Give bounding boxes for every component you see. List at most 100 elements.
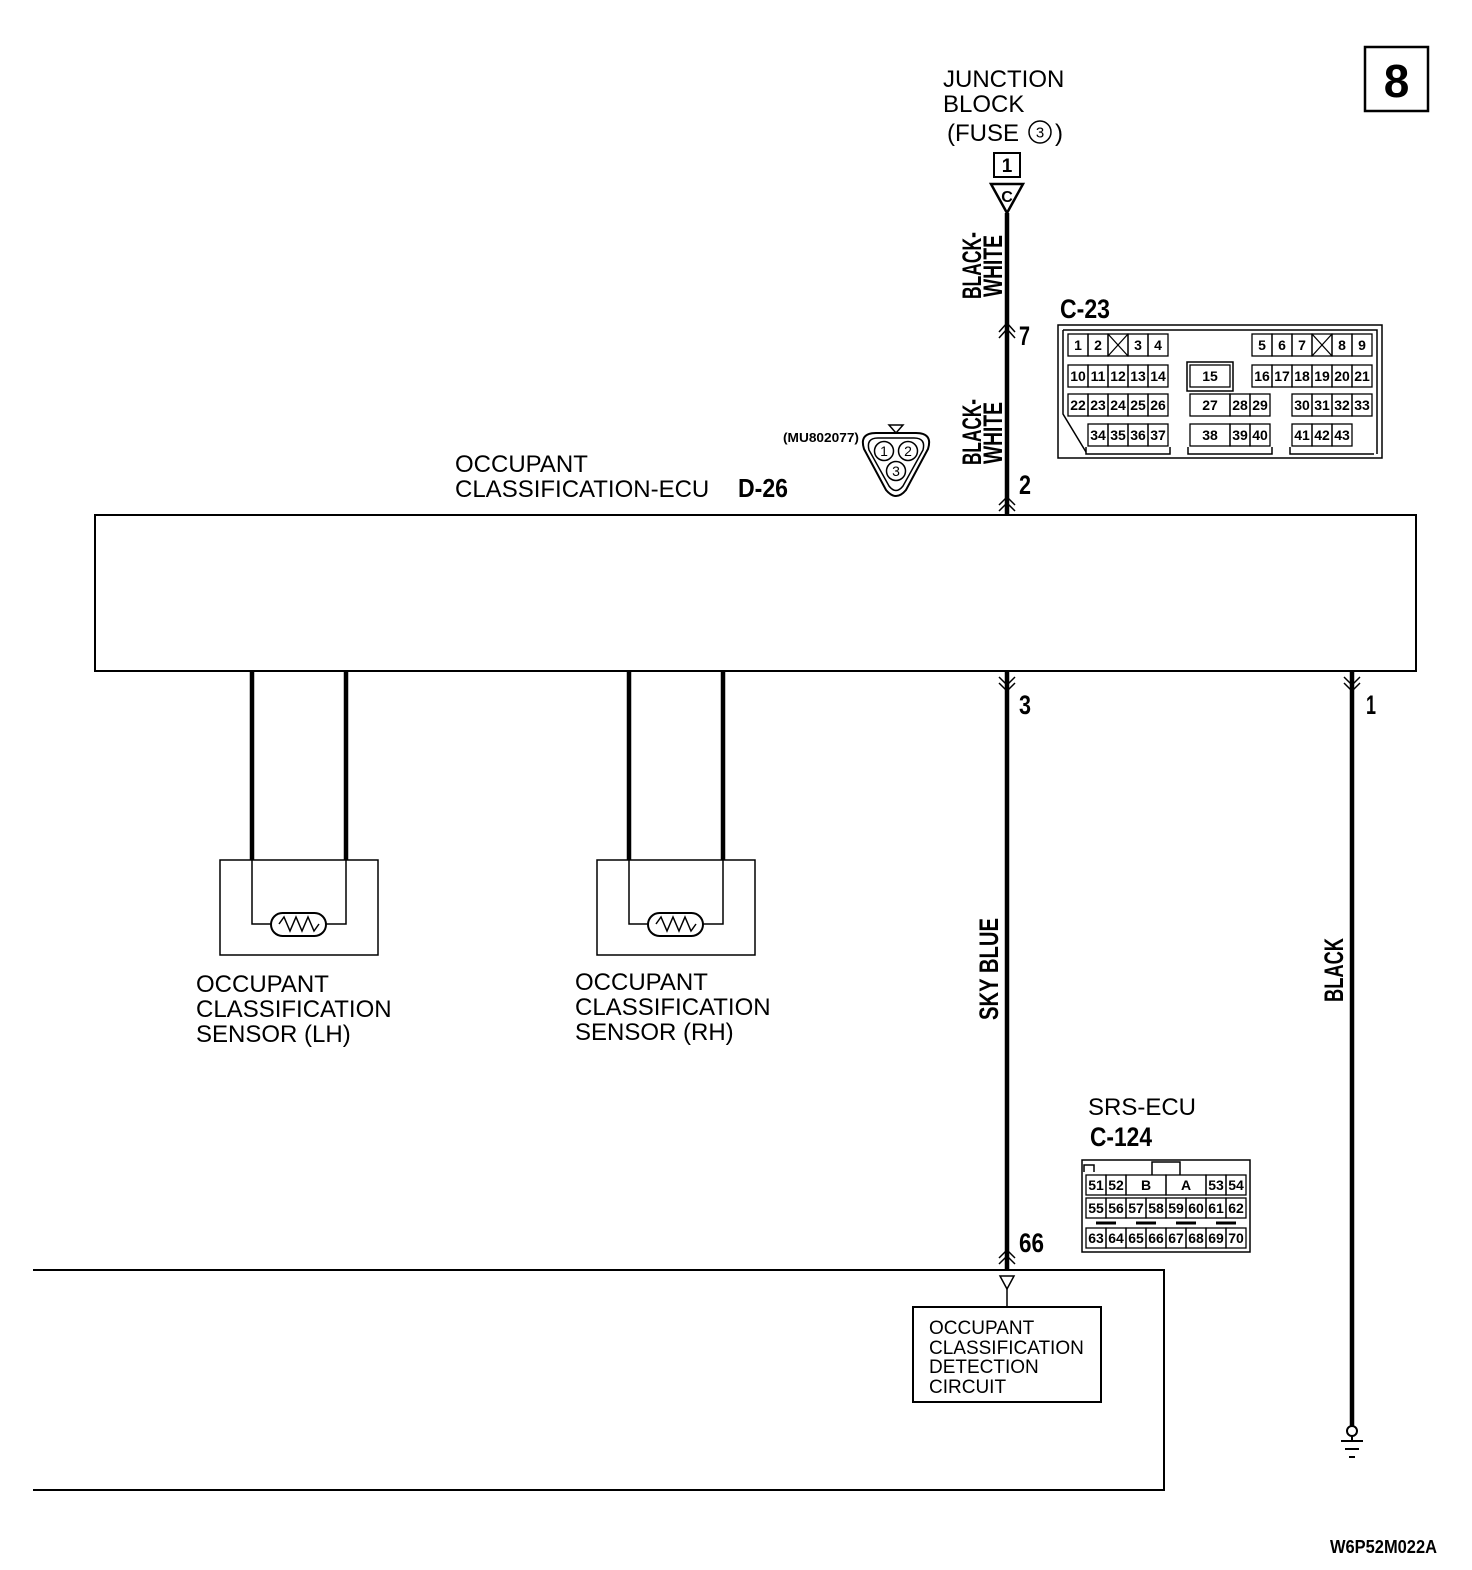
sensor-lead bbox=[251, 860, 271, 925]
connector-c124-pin-label: 66 bbox=[1148, 1230, 1164, 1246]
connector-c23-cell bbox=[1351, 393, 1373, 417]
connector-c23-pin-label: 27 bbox=[1202, 397, 1218, 413]
resistor-zigzag bbox=[278, 915, 320, 933]
page-number-frame bbox=[1363, 45, 1430, 113]
connector-c124-pin-label: B bbox=[1141, 1177, 1151, 1193]
connector-c124-pin-label: 64 bbox=[1108, 1230, 1124, 1246]
occupant-classification-ecu: OCCUPANT CLASSIFICATION-ECU D-26 bbox=[94, 451, 1417, 672]
pin-number-66: 66 bbox=[1019, 1228, 1044, 1258]
connector-chevron bbox=[998, 495, 1016, 506]
connector-c23-cell bbox=[1249, 393, 1271, 417]
junction-block-label-line1: JUNCTION bbox=[943, 66, 1064, 93]
connector-c23-pin-label: 40 bbox=[1252, 427, 1268, 443]
connector-c23-cell bbox=[1249, 423, 1271, 447]
connector-c23-pin-label: 18 bbox=[1294, 368, 1310, 384]
connector-c23-pin-label: 8 bbox=[1338, 337, 1346, 353]
connector-c124-cell bbox=[1225, 1174, 1247, 1196]
sensor-lead bbox=[326, 860, 347, 925]
wire-color-line1: BLACK- bbox=[957, 399, 987, 465]
connector-c23-pin-label: 3 bbox=[1134, 337, 1142, 353]
connector-c23-pin-label: 13 bbox=[1130, 368, 1146, 384]
resistor-icon bbox=[647, 912, 704, 937]
fuse-number-circle bbox=[1028, 120, 1052, 144]
connector-chevron bbox=[998, 676, 1016, 687]
pin-number-2: 2 bbox=[1019, 470, 1031, 500]
connector-c23-pin-label: 4 bbox=[1154, 337, 1162, 353]
connector-c23-pin-label: 12 bbox=[1110, 368, 1126, 384]
connector-c23-pin-label: 36 bbox=[1130, 427, 1146, 443]
connector-terminal-label: 3 bbox=[892, 463, 900, 479]
connector-c124-pin-label: 53 bbox=[1208, 1177, 1224, 1193]
connector-c124-pin-label: A bbox=[1181, 1177, 1191, 1193]
connector-c124-pin-label: 60 bbox=[1188, 1200, 1204, 1216]
srs-ecu-box: OCCUPANT CLASSIFICATION DETECTION CIRCUI… bbox=[33, 1269, 1165, 1491]
connector-terminal-label: 2 bbox=[904, 443, 912, 459]
connector-c23-pin-label: 14 bbox=[1150, 368, 1166, 384]
connector-c23-cell bbox=[1331, 423, 1353, 447]
detection-circuit-label-line2: CLASSIFICATION bbox=[929, 1338, 1084, 1359]
sensor-lead bbox=[628, 860, 648, 925]
connector-c124-pin-label: 59 bbox=[1168, 1200, 1184, 1216]
connector-c23-base-right bbox=[1289, 447, 1374, 455]
ecu-label-line2: CLASSIFICATION-ECU bbox=[455, 476, 709, 503]
connector-c23-pin-label: 1 bbox=[1074, 337, 1082, 353]
sensor-lh-label-line2: CLASSIFICATION bbox=[196, 996, 392, 1023]
sensor-box bbox=[219, 859, 379, 956]
junction-block: JUNCTION BLOCK (FUSE 3 ) 1 C bbox=[943, 66, 1064, 216]
connector-c23-pin-label: 15 bbox=[1202, 368, 1218, 384]
connector-c124-pin-label: 52 bbox=[1108, 1177, 1124, 1193]
connector-c23-empty-cross bbox=[1311, 333, 1333, 357]
connector-c23-empty-cross bbox=[1107, 333, 1129, 357]
connector-c23-pin-label: 6 bbox=[1278, 337, 1286, 353]
connector-c23-pin-label: 25 bbox=[1130, 397, 1146, 413]
wire-color-sky-blue: SKY BLUE bbox=[974, 918, 1004, 1020]
connector-c23-pin-label: 20 bbox=[1334, 368, 1350, 384]
ecu-box bbox=[94, 514, 1417, 672]
connector-c23-pin-label: 35 bbox=[1110, 427, 1126, 443]
occupant-classification-sensor-rh: OCCUPANT CLASSIFICATION SENSOR (RH) bbox=[575, 671, 771, 1046]
connector-c23-pin-label: 33 bbox=[1354, 397, 1370, 413]
connector-c124-pin-label: 57 bbox=[1128, 1200, 1144, 1216]
connector-c23-base-left bbox=[1085, 447, 1171, 455]
sensor-rh-label-line3: SENSOR (RH) bbox=[575, 1019, 734, 1046]
connector-c23-cell bbox=[1147, 333, 1169, 357]
wire-sky-blue: 3 SKY BLUE 66 bbox=[974, 671, 1044, 1270]
page-number-box: 8 bbox=[1363, 45, 1430, 113]
sensor-lh-label-line1: OCCUPANT bbox=[196, 971, 329, 998]
wire-color-label-black-white-upper: BLACK- WHITE bbox=[957, 232, 1008, 299]
connector-c23-pin-label: 5 bbox=[1258, 337, 1266, 353]
connector-c124-pin-label: 67 bbox=[1168, 1230, 1184, 1246]
connector-terminal bbox=[897, 440, 919, 462]
connector-c23-pin-label: 43 bbox=[1334, 427, 1350, 443]
connector-c124-pin-label: 54 bbox=[1228, 1177, 1244, 1193]
connector-c23-pin-label: 17 bbox=[1274, 368, 1290, 384]
detection-circuit-label-line4: CIRCUIT bbox=[929, 1377, 1006, 1398]
connector-chevron bbox=[998, 1248, 1016, 1259]
connector-c23-cell bbox=[1351, 364, 1373, 388]
connector-c23-pin-label: 9 bbox=[1358, 337, 1366, 353]
connector-c124-pin-label: 62 bbox=[1228, 1200, 1244, 1216]
ecu-label-line1: OCCUPANT bbox=[455, 451, 588, 478]
connector-c23-pin-label: 2 bbox=[1094, 337, 1102, 353]
pin-number-1: 1 bbox=[1366, 690, 1376, 720]
occupant-classification-sensor-lh: OCCUPANT CLASSIFICATION SENSOR (LH) bbox=[196, 671, 392, 1048]
junction-connector-code: C bbox=[1001, 189, 1013, 206]
srs-ecu-connector-code: C-124 bbox=[1090, 1122, 1152, 1152]
connector-c23-cell bbox=[1147, 364, 1169, 388]
connector-terminal-label: 1 bbox=[880, 443, 888, 459]
connector-c23-cell bbox=[1147, 423, 1169, 447]
junction-connector-triangle bbox=[988, 182, 1026, 216]
connector-c124-pin-label: 63 bbox=[1088, 1230, 1104, 1246]
connector-terminal bbox=[873, 440, 895, 462]
connector-c124-pin-label: 56 bbox=[1108, 1200, 1124, 1216]
connector-c124-pin-label: 51 bbox=[1088, 1177, 1104, 1193]
connector-c23-pin-label: 28 bbox=[1232, 397, 1248, 413]
detection-input-triangle bbox=[998, 1275, 1016, 1291]
connector-c23-pin-label: 32 bbox=[1334, 397, 1350, 413]
connector-c23-inner-frame bbox=[1063, 329, 1378, 454]
connector-c23-pin-label: 19 bbox=[1314, 368, 1330, 384]
wire-color-black: BLACK bbox=[1319, 938, 1349, 1002]
wire-color-line2: WHITE bbox=[978, 402, 1008, 464]
